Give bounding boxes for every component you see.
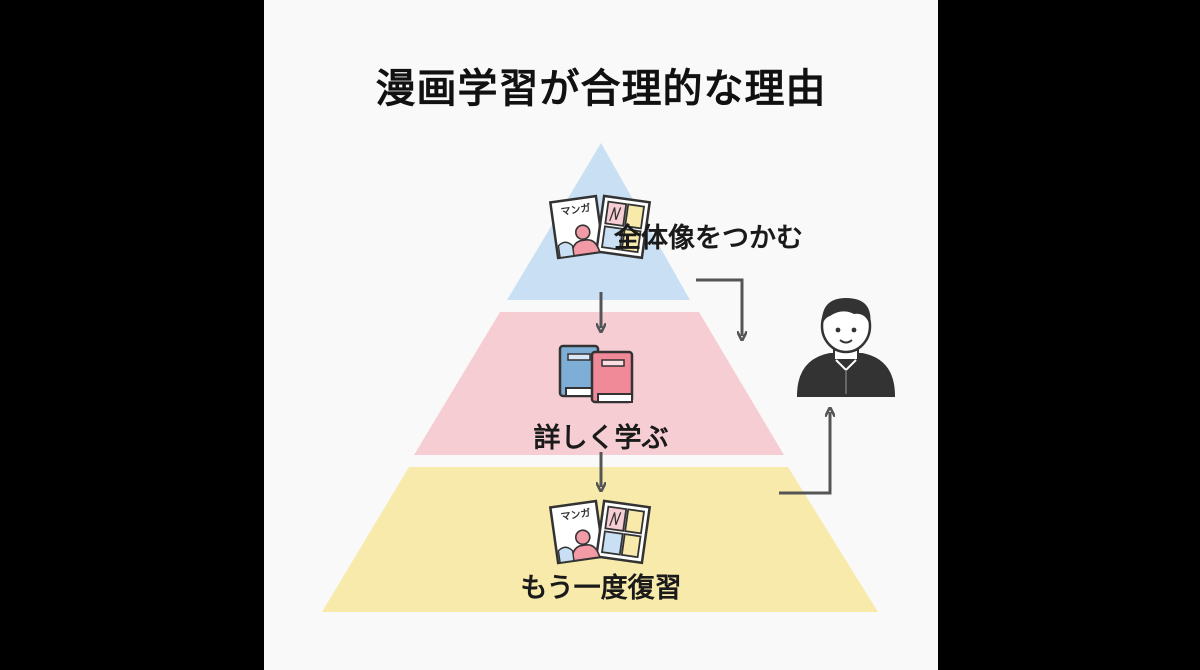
pyramid-diagram: マンガ マンガ [322,143,896,612]
tier-top-label: 全体像をつかむ [614,223,803,254]
page-title: 漫画学習が合理的な理由 [375,66,827,112]
arrow-to-learner [696,278,742,336]
textbooks-icon [558,344,634,404]
manga-book-icon: マンガ [549,194,651,260]
tier-middle-label: 詳しく学ぶ [533,423,669,454]
manga-book-icon: マンガ [549,499,651,565]
student-icon [796,298,896,397]
arrow-up-to-learner [779,412,830,495]
svg-text:マンガ: マンガ [560,201,592,218]
tier-bottom-label: もう一度復習 [520,573,682,604]
svg-text:マンガ: マンガ [560,506,592,523]
slide: 漫画学習が合理的な理由 [264,0,938,670]
